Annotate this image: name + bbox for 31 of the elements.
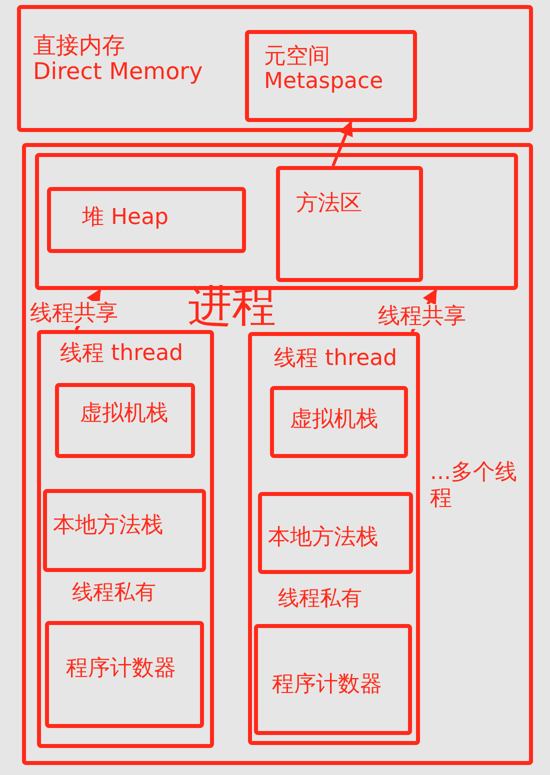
edge-label: 线程共享 bbox=[378, 304, 466, 330]
memory-area-box bbox=[270, 386, 408, 458]
box-label: 程序计数器 bbox=[272, 672, 382, 698]
box-label: 程序计数器 bbox=[66, 656, 176, 682]
edge-label: 线程共享 bbox=[30, 301, 118, 326]
memory-area-box bbox=[45, 621, 204, 728]
box-label: 虚拟机栈 bbox=[80, 401, 168, 426]
memory-area-box bbox=[258, 492, 413, 574]
note-label: 线程私有 bbox=[72, 580, 156, 604]
box-label: 元空间 Metaspace bbox=[264, 44, 384, 95]
box-label: 堆 Heap bbox=[82, 205, 169, 230]
box-label: 本地方法栈 bbox=[53, 513, 163, 538]
note-label: ...多个线程 bbox=[430, 460, 518, 513]
memory-area-box bbox=[43, 489, 206, 572]
box-label: 线程 thread bbox=[60, 341, 184, 366]
thread-box bbox=[248, 332, 420, 745]
thread-box bbox=[37, 330, 214, 748]
box-label: 方法区 bbox=[296, 191, 362, 216]
memory-area-box bbox=[245, 30, 417, 122]
box-label: 本地方法栈 bbox=[268, 525, 378, 550]
memory-area-box bbox=[47, 187, 246, 253]
note-label: 线程私有 bbox=[278, 586, 362, 610]
memory-area-box bbox=[17, 5, 533, 132]
memory-area-box bbox=[55, 383, 195, 458]
memory-area-box bbox=[276, 166, 423, 282]
memory-area-box bbox=[254, 624, 412, 735]
box-label: 虚拟机栈 bbox=[290, 407, 378, 432]
process-box bbox=[22, 143, 533, 765]
box-label: 线程 thread bbox=[274, 346, 398, 372]
box-label: 直接内存 Direct Memory bbox=[33, 33, 203, 86]
arrow bbox=[332, 120, 353, 167]
